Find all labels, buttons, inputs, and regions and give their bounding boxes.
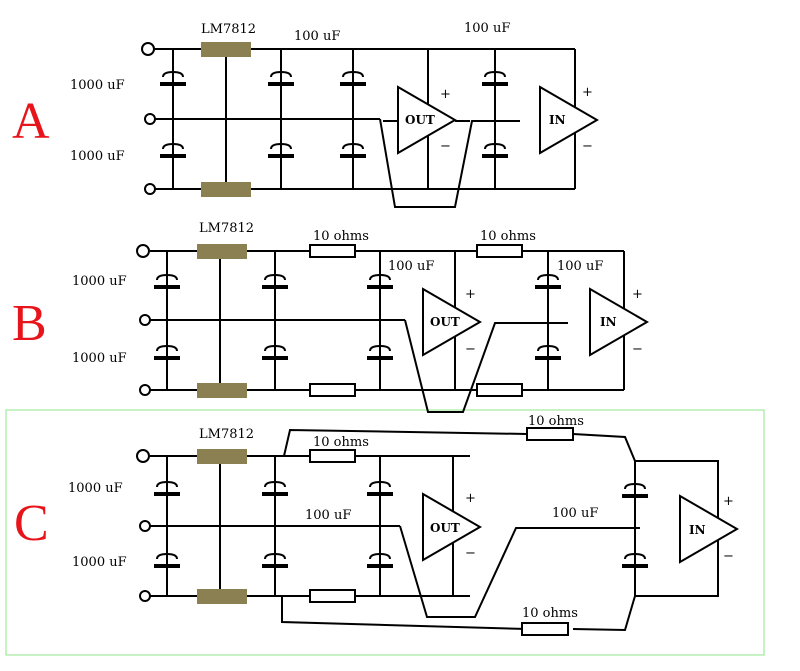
section-b-cap-out-1-label: 100 uF	[388, 259, 434, 274]
section-a-capacitors	[160, 70, 508, 158]
section-a-amp-in	[539, 85, 599, 155]
section-c-out-minus: −	[465, 546, 476, 561]
section-b-resistor-1-label: 10 ohms	[313, 229, 369, 244]
section-a: A	[12, 21, 599, 208]
section-c-label: C	[14, 495, 49, 552]
section-c-resistor-remote-top-label: 10 ohms	[528, 414, 584, 429]
section-c-resistor-remote-bottom-label: 10 ohms	[522, 606, 578, 621]
section-a-amp-out-label: OUT	[405, 113, 435, 127]
section-a-terminal-ground	[144, 113, 156, 125]
section-a-regulator-label: LM7812	[201, 22, 256, 37]
section-b-amp-in-label: IN	[600, 315, 617, 329]
section-b-in-plus: +	[632, 287, 643, 302]
section-b-cap-in-top-label: 1000 uF	[72, 274, 127, 289]
section-b-label: B	[12, 295, 47, 352]
section-c-resistor-remote-bottom	[521, 622, 569, 636]
section-b-in-minus: −	[632, 342, 643, 357]
section-c-in-plus: +	[723, 494, 734, 509]
section-c-amp-in	[679, 494, 739, 564]
section-a-terminal-positive	[141, 42, 155, 56]
section-a-label: A	[12, 93, 50, 150]
section-c-terminal-positive	[136, 449, 150, 463]
section-c-amp-in-label: IN	[689, 523, 706, 537]
section-a-amp-out	[397, 85, 457, 155]
section-a-in-minus: −	[582, 139, 593, 154]
section-b: B	[12, 221, 649, 413]
section-a-terminal-negative	[144, 183, 156, 195]
section-c-cap-in-top-label: 1000 uF	[68, 481, 123, 496]
section-c-terminal-ground	[139, 520, 151, 532]
section-c-cap-out-1-label: 100 uF	[305, 508, 351, 523]
section-b-resistor-2-label: 10 ohms	[480, 229, 536, 244]
section-a-cap-in-bottom-label: 1000 uF	[70, 149, 125, 164]
section-c-cap-out-2-label: 100 uF	[552, 506, 598, 521]
section-c-highlight-frame	[5, 409, 765, 656]
section-c-amp-out	[422, 492, 482, 562]
section-c-regulator-bottom	[197, 589, 247, 604]
section-b-capacitors	[154, 273, 561, 360]
section-b-out-plus: +	[465, 287, 476, 302]
section-a-regulator-top	[201, 42, 251, 57]
section-b-amp-in	[589, 287, 649, 357]
section-b-cap-in-bottom-label: 1000 uF	[72, 351, 127, 366]
section-c-terminal-negative	[139, 590, 151, 602]
section-a-in-plus: +	[582, 85, 593, 100]
section-b-regulator-label: LM7812	[199, 221, 254, 236]
section-a-cap-out-2-label: 100 uF	[464, 21, 510, 36]
section-b-resistor-1	[309, 244, 356, 258]
section-a-regulator-bottom	[201, 182, 251, 197]
section-c-resistor-remote-top	[526, 427, 574, 441]
section-c-resistor-local-label: 10 ohms	[313, 435, 369, 450]
section-b-amp-out-label: OUT	[430, 315, 460, 329]
section-b-resistor-2	[476, 244, 523, 258]
section-a-cap-out-1-label: 100 uF	[294, 29, 340, 44]
section-b-cap-out-2-label: 100 uF	[557, 259, 603, 274]
section-b-terminal-positive	[136, 244, 150, 258]
section-c-in-minus: −	[723, 549, 734, 564]
section-c-capacitors	[154, 480, 648, 568]
section-c-amp-out-label: OUT	[430, 521, 460, 535]
section-b-out-minus: −	[465, 342, 476, 357]
section-b-amp-out	[422, 287, 482, 357]
section-c-resistor-local-bottom	[309, 589, 356, 603]
section-a-out-minus: −	[440, 139, 451, 154]
section-c-out-plus: +	[465, 491, 476, 506]
section-a-amp-in-label: IN	[549, 113, 566, 127]
section-c-regulator-label: LM7812	[199, 427, 254, 442]
section-b-terminal-negative	[139, 384, 151, 396]
section-a-cap-in-top-label: 1000 uF	[70, 78, 125, 93]
section-b-regulator-top	[197, 244, 247, 259]
section-c-resistor-local-top	[309, 449, 356, 463]
section-b-resistor-3	[309, 383, 356, 397]
section-b-terminal-ground	[139, 314, 151, 326]
section-a-out-plus: +	[440, 87, 451, 102]
section-b-regulator-bottom	[197, 383, 247, 398]
section-c-regulator-top	[197, 449, 247, 464]
section-c: C	[14, 414, 739, 636]
section-b-resistor-4	[476, 383, 523, 397]
section-c-cap-in-bottom-label: 1000 uF	[72, 555, 127, 570]
